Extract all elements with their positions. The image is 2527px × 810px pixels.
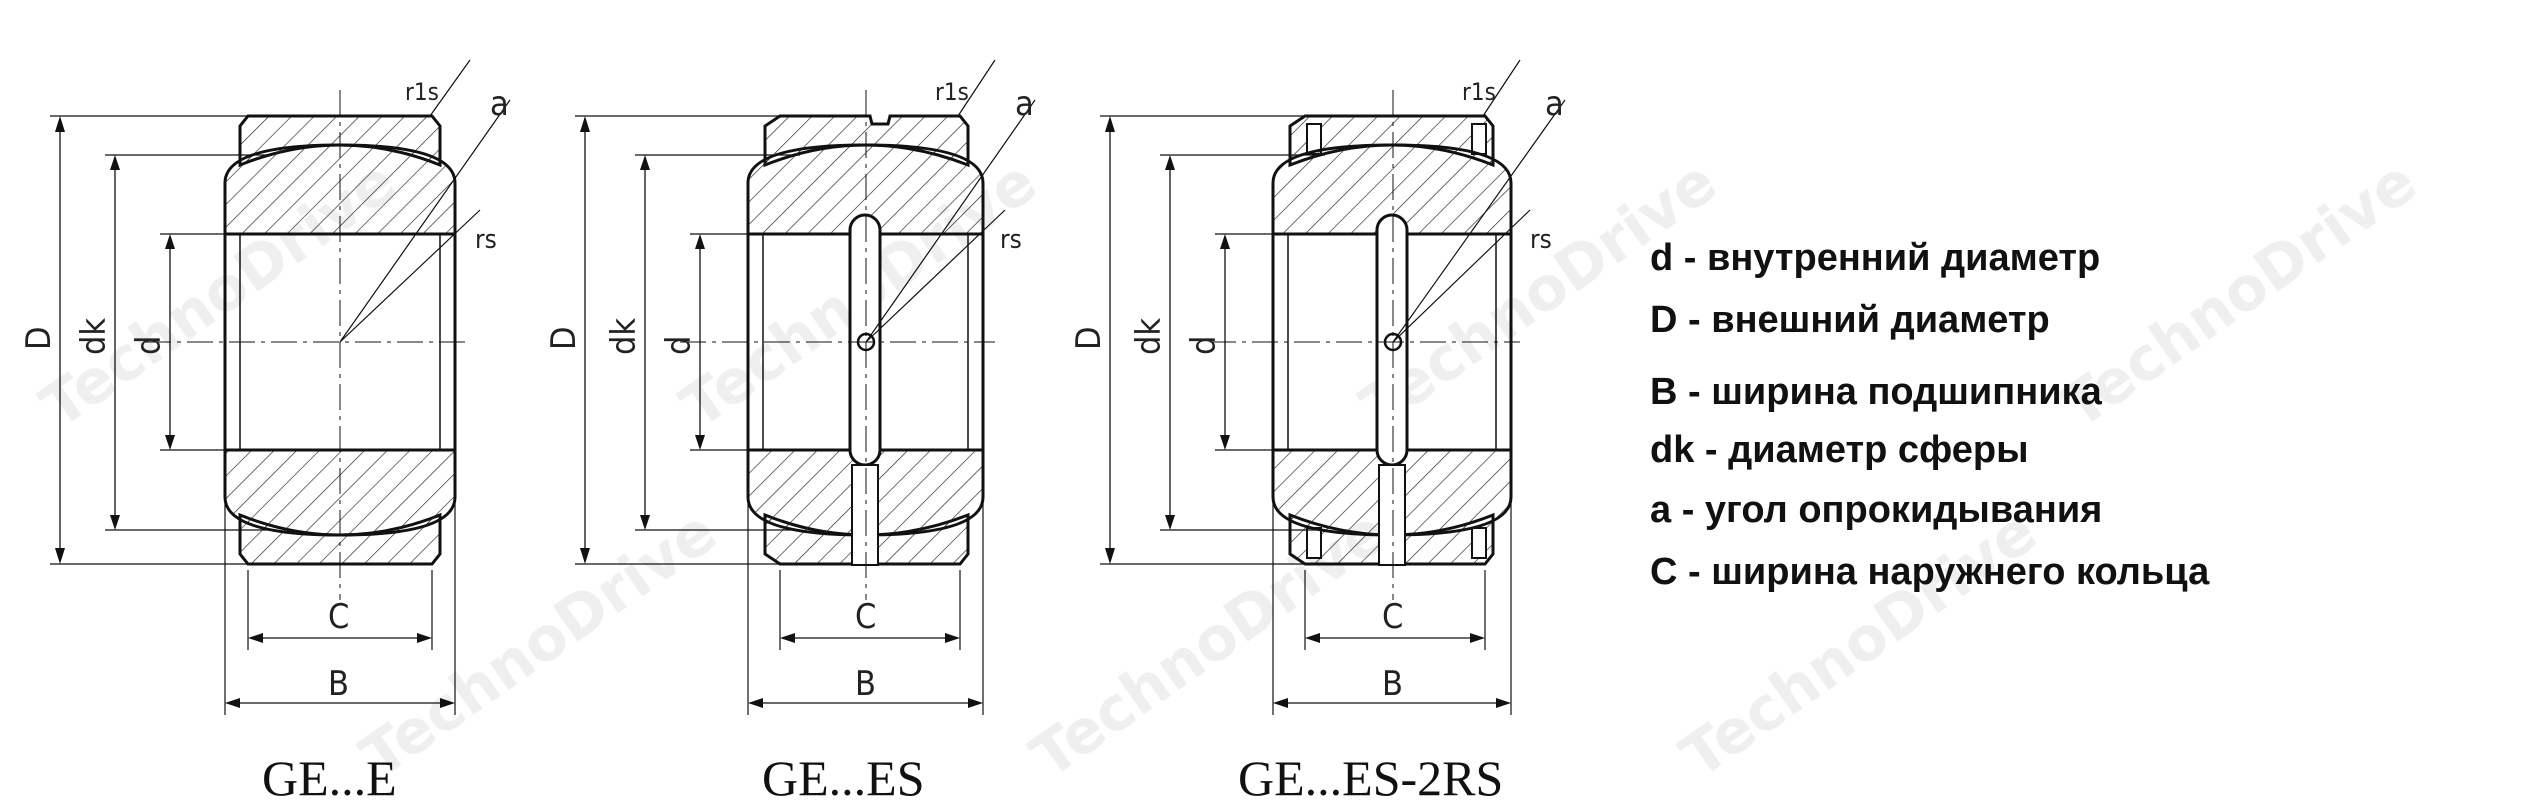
label-d: d	[659, 336, 699, 355]
watermark-7: TechnoDrive	[2048, 147, 2429, 443]
label-B: B	[328, 664, 349, 704]
caption-ge-es: GE...ES	[762, 750, 925, 806]
label-a: a	[1545, 84, 1564, 124]
label-a: a	[1015, 84, 1034, 124]
label-rs: rs	[1000, 225, 1022, 255]
legend-item: dk - диаметр сферы	[1650, 429, 2029, 471]
label-r1s: r1s	[935, 78, 969, 106]
label-D: D	[19, 326, 59, 350]
bearing-ge-e	[50, 59, 511, 715]
label-dk: dk	[74, 318, 114, 355]
label-a: a	[490, 84, 509, 124]
label-dk: dk	[1129, 318, 1169, 355]
label-d: d	[129, 336, 169, 355]
legend-item: D - внешний диаметр	[1650, 299, 2050, 341]
label-dk: dk	[604, 318, 644, 355]
label-C: C	[1382, 597, 1403, 637]
legend-item: a - угол опрокидывания	[1650, 489, 2102, 531]
label-B: B	[855, 664, 876, 704]
label-d: d	[1184, 336, 1224, 355]
legend: d - внутренний диаметр D - внешний диаме…	[1650, 237, 2210, 593]
label-r1s: r1s	[1462, 78, 1496, 106]
legend-item: B - ширина подшипника	[1650, 371, 2103, 413]
label-rs: rs	[1530, 225, 1552, 255]
label-C: C	[855, 597, 876, 637]
legend-item: C - ширина наружнего кольца	[1650, 551, 2210, 593]
label-C: C	[328, 597, 349, 637]
label-r1s: r1s	[405, 78, 439, 106]
watermark-6: TechnoDrive	[1668, 497, 2049, 793]
caption-ge-e: GE...E	[262, 750, 397, 806]
legend-item: d - внутренний диаметр	[1650, 237, 2100, 279]
bearing-ge-es-2rs	[1100, 59, 1566, 715]
label-rs: rs	[475, 225, 497, 255]
label-D: D	[544, 326, 584, 350]
label-B: B	[1382, 664, 1403, 704]
inner-ring-top	[1271, 143, 1513, 236]
caption-ge-es-2rs: GE...ES-2RS	[1238, 750, 1503, 806]
label-D: D	[1069, 326, 1109, 350]
bearing-ge-es	[575, 59, 1036, 715]
